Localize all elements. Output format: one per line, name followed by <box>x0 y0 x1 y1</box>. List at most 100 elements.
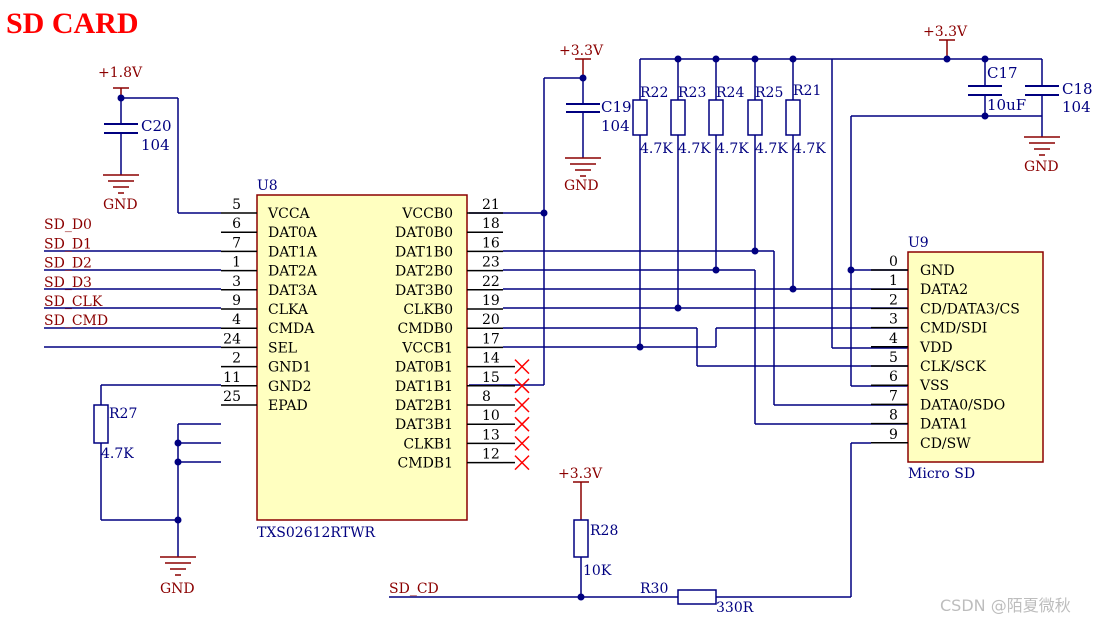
u8-pin-name: VCCB0 <box>401 206 453 222</box>
u9-pin-number: 5 <box>889 350 898 366</box>
u9-pin-name: VDD <box>919 340 953 356</box>
u8-pin-number: 3 <box>232 274 241 290</box>
u9-pin-name: CD/SW <box>920 436 971 452</box>
no-connect-mark <box>514 378 530 394</box>
junction-dot <box>540 209 548 217</box>
u8-pin-number: 22 <box>482 274 500 290</box>
net-label-left: SD_D0 <box>44 217 92 233</box>
u8-pin-name: CLKB0 <box>403 302 453 318</box>
c19-value: 104 <box>601 117 630 135</box>
u9-pin-name: CD/DATA3/CS <box>920 301 1020 317</box>
r24-ref: R24 <box>716 85 744 101</box>
u8-pin-number: 13 <box>482 427 500 443</box>
u8-pin-number: 5 <box>232 197 241 213</box>
u9-pin-name: CLK/SCK <box>920 359 986 375</box>
u8-body <box>256 194 468 521</box>
c19-ref: C19 <box>601 98 632 116</box>
u8-pin-name: DAT1A <box>268 244 318 260</box>
u9-pin-number: 4 <box>889 331 898 347</box>
net-label-left: SD_D3 <box>44 275 92 291</box>
u8-pin-name: DAT0B1 <box>395 360 453 376</box>
u9-part: Micro SD <box>908 466 975 482</box>
r21-ref: R21 <box>793 83 821 99</box>
u9-pin-name: VSS <box>919 378 949 394</box>
junction-dot <box>579 74 587 82</box>
net-label-left: SD_D1 <box>44 236 92 252</box>
u8-pin-number: 24 <box>223 331 241 347</box>
u8-pin-number: 7 <box>232 235 241 251</box>
r30-resistor <box>677 589 717 605</box>
u8-pin-name: CMDA <box>268 321 315 337</box>
c20-ref: C20 <box>141 117 172 135</box>
c17-ref: C17 <box>987 64 1018 82</box>
gnd-symbol-c20 <box>103 174 139 194</box>
net-label-left: SD_D2 <box>44 256 92 272</box>
c18-ref: C18 <box>1062 80 1093 98</box>
no-connect-mark <box>514 359 530 375</box>
left-net-wires <box>44 250 221 348</box>
gnd-label-u8: GND <box>160 581 195 597</box>
u8-pin-name: EPAD <box>268 398 308 414</box>
gnd-label-c18: GND <box>1024 159 1059 175</box>
r21-value: 4.7K <box>793 141 826 157</box>
u9-pin-name: CMD/SDI <box>920 321 987 337</box>
u9-ref: U9 <box>908 235 929 251</box>
u8-pin-name: VCCA <box>267 206 311 222</box>
junction-dot <box>577 593 585 601</box>
u9-pin-number: 0 <box>889 254 898 270</box>
u8-pin-name: GND1 <box>268 360 312 376</box>
u9-body <box>907 251 1044 463</box>
no-connect-mark <box>514 397 530 413</box>
power-label-3v3-top: +3.3V <box>559 43 604 59</box>
u9-pin-number: 8 <box>889 408 898 424</box>
u9-pin-name: GND <box>920 263 955 279</box>
gnd-label-c19: GND <box>564 178 599 194</box>
u8-pin-name: SEL <box>268 340 297 356</box>
u8-pin-number: 4 <box>232 312 241 328</box>
u8-pin-number: 19 <box>482 293 500 309</box>
u8-pin-name: DAT2B0 <box>395 264 453 280</box>
pullup-rail <box>639 39 1043 387</box>
u8-pin-name: CLKB1 <box>403 436 453 452</box>
no-connect-mark <box>514 455 530 471</box>
schematic-title: SD CARD <box>6 7 139 40</box>
u9-pin-number: 3 <box>889 312 898 328</box>
u8-pin-number: 14 <box>482 351 500 367</box>
u8-pin-number: 17 <box>482 331 500 347</box>
u8-pin-name: DAT3B1 <box>395 417 453 433</box>
u8-pin-number: 20 <box>482 312 500 328</box>
r23-value: 4.7K <box>678 141 711 157</box>
u8-pin-number: 16 <box>482 235 500 251</box>
u8-pin-number: 21 <box>482 197 500 213</box>
u8-pin-name: DAT0A <box>268 225 318 241</box>
power-label-1v8: +1.8V <box>98 65 143 81</box>
u8-pin-number: 1 <box>232 255 241 271</box>
u8-pin-name: DAT1B0 <box>395 244 453 260</box>
r28-value: 10K <box>583 563 612 579</box>
u8-pin-number: 8 <box>482 389 491 405</box>
power-label-3v3-bottom: +3.3V <box>558 466 603 482</box>
no-connect-mark <box>514 416 530 432</box>
r30-ref: R30 <box>640 581 668 597</box>
r27-resistor <box>93 404 109 444</box>
pullup-resistors <box>632 99 801 136</box>
r22-value: 4.7K <box>640 141 673 157</box>
u8-pin-number: 12 <box>482 447 500 463</box>
junction-dot <box>117 94 125 102</box>
u9-pin-name: DATA0/SDO <box>920 397 1005 413</box>
c20-value: 104 <box>141 136 170 154</box>
u9-pin-number: 9 <box>889 427 898 443</box>
cd-wiring <box>389 442 871 598</box>
c18-value: 104 <box>1062 98 1091 116</box>
u8-pin-number: 2 <box>232 351 241 367</box>
net-label-left: SD_CMD <box>44 313 108 329</box>
u8-pin-number: 11 <box>223 370 241 386</box>
u9-pins: 0GND1DATA22CD/DATA3/CS3CMD/SDI4VDD5CLK/S… <box>871 254 1020 452</box>
u9-pin-name: DATA2 <box>920 282 968 298</box>
u8-pin-name: DAT3A <box>268 283 318 299</box>
u8-pin-name: GND2 <box>268 379 312 395</box>
c17-value: 10uF <box>987 96 1026 114</box>
